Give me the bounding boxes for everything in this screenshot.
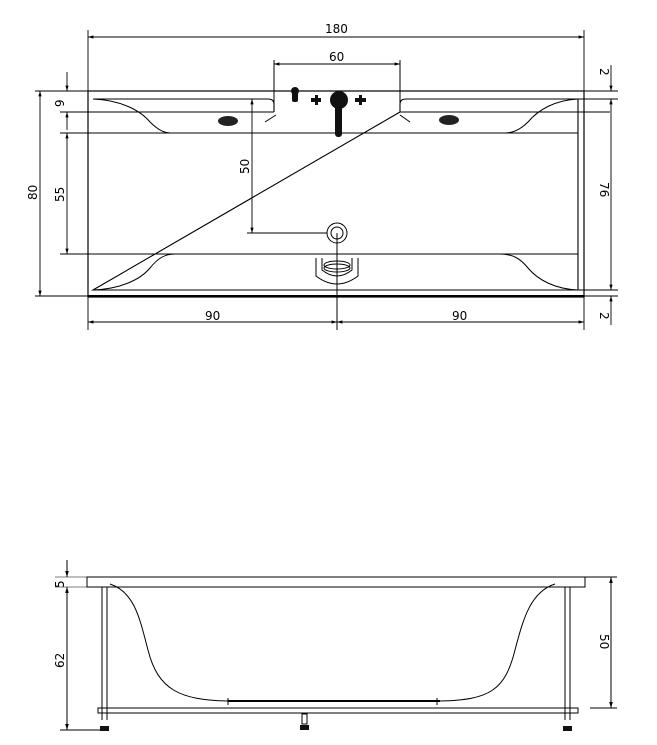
jet-right-icon: [439, 115, 459, 125]
side-feet: [100, 725, 572, 731]
dim-head-ledge: 9: [53, 99, 67, 107]
drain: [315, 222, 359, 330]
dim-rim-thickness: 5: [53, 580, 67, 588]
valve-left-icon: [311, 95, 321, 105]
dim-drain-offset: 50: [238, 159, 252, 174]
leg-left-foot-icon: [100, 726, 109, 731]
side-basin-profile: [109, 583, 556, 702]
dim-half-length-left: 90: [205, 309, 220, 323]
top-view-dimensions: [35, 30, 618, 330]
dim-inner-width: 76: [597, 182, 611, 197]
dim-height-to-floor: 62: [53, 653, 67, 668]
leg-center-foot-icon: [300, 725, 309, 730]
overflow-icon: [323, 263, 351, 273]
jet-left-icon: [218, 116, 238, 126]
leg-right-foot-icon: [563, 726, 572, 731]
valve-right-icon: [355, 95, 366, 105]
faucet-set: [291, 87, 366, 137]
dim-rim-top: 2: [597, 68, 611, 76]
dim-overall-length: 180: [325, 22, 348, 36]
dim-overall-width: 80: [26, 185, 40, 200]
dim-faucet-deck-width: 60: [329, 50, 344, 64]
dim-inner-depth: 50: [597, 634, 611, 649]
side-base-frame: [97, 707, 579, 714]
dim-drain-to-ledge: 55: [53, 187, 67, 202]
side-view: [55, 560, 617, 731]
top-view: [60, 60, 610, 298]
dim-rim-bottom: 2: [597, 312, 611, 320]
dim-half-length-right: 90: [452, 309, 467, 323]
